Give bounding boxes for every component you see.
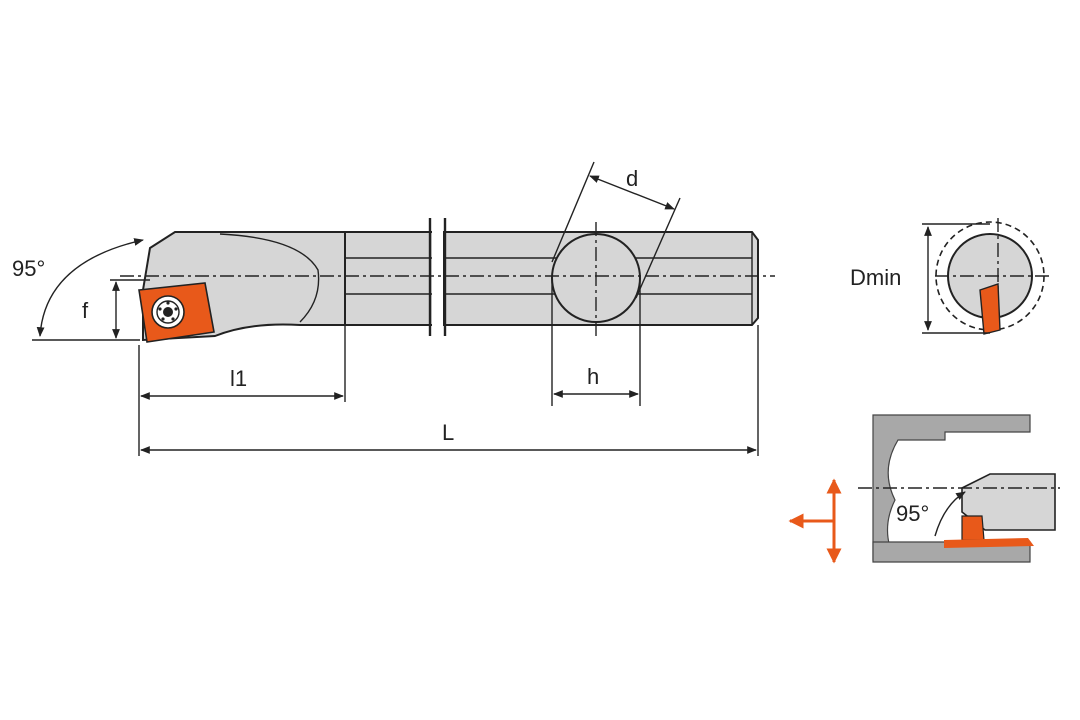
- angle-label-95: 95°: [12, 256, 45, 281]
- dimensions-main: 95° f l1 h L d: [12, 161, 759, 456]
- shank-left: [344, 231, 434, 326]
- dim-label-h: h: [587, 364, 599, 389]
- cutting-insert: [138, 282, 215, 343]
- end-view: Dmin: [850, 218, 1052, 335]
- end-view-insert: [979, 283, 1001, 335]
- dim-label-f: f: [82, 298, 89, 323]
- head-contour: [219, 233, 320, 323]
- detail-angle-label: 95°: [896, 501, 929, 526]
- dim-label-l1: l1: [230, 366, 247, 391]
- dim-label-dmin: Dmin: [850, 265, 901, 290]
- detail-insert: [961, 515, 985, 541]
- dim-label-L: L: [442, 420, 454, 445]
- tool-side-view: [120, 218, 775, 343]
- detail-view: 95°: [788, 414, 1060, 564]
- angle-arc-95: [36, 238, 144, 337]
- dim-label-d: d: [626, 166, 638, 191]
